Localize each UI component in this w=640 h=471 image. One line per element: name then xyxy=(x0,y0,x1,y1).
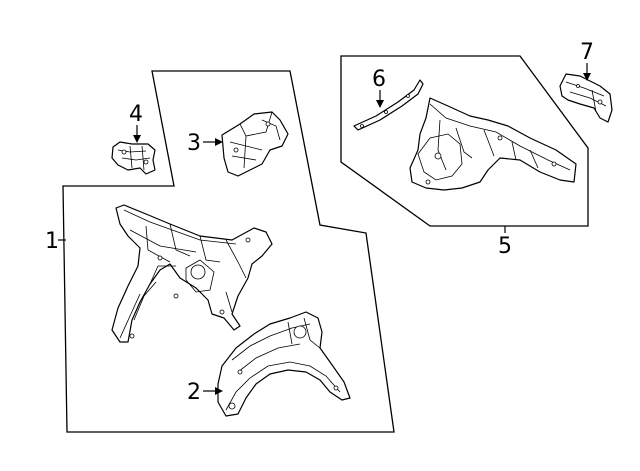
arrow-4 xyxy=(133,135,141,143)
callout-4: 4 xyxy=(129,102,143,127)
arrow-2 xyxy=(215,387,223,395)
callout-1: 1 xyxy=(45,229,59,254)
part-1-wheelhouse-assembly xyxy=(111,204,273,343)
part-5-panel-assembly xyxy=(409,97,577,191)
part-4-bracket xyxy=(111,141,156,175)
group-outline-1 xyxy=(62,70,395,433)
callout-5: 5 xyxy=(498,234,512,259)
callout-6: 6 xyxy=(372,67,386,92)
arrow-7 xyxy=(583,73,591,81)
callout-3: 3 xyxy=(187,131,201,156)
arrow-3 xyxy=(215,138,223,146)
arrow-6 xyxy=(376,100,384,108)
part-2-wheelhouse-inner xyxy=(217,311,351,417)
callout-7: 7 xyxy=(580,40,594,65)
callout-2: 2 xyxy=(187,380,201,405)
part-3-bracket xyxy=(221,111,289,177)
part-6-strip xyxy=(353,79,424,131)
part-7-bracket xyxy=(559,73,613,123)
group-outline-5 xyxy=(340,55,589,227)
